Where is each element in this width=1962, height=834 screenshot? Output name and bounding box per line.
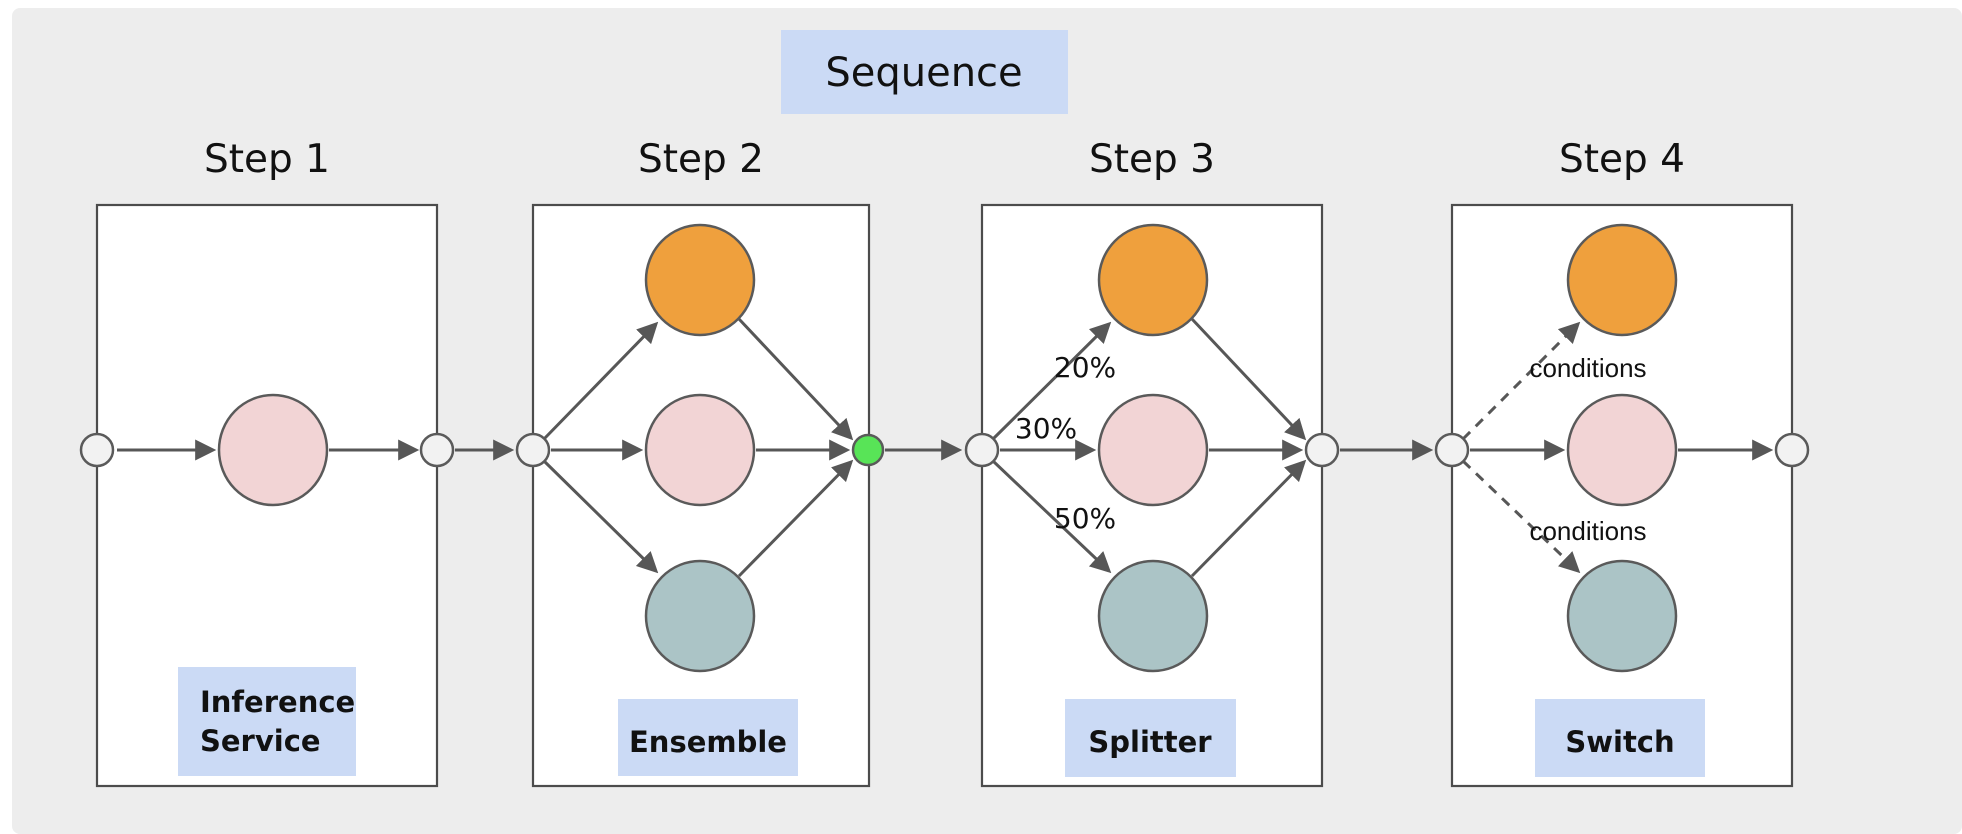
step2-model-node-teal xyxy=(644,559,756,673)
step3-branch-top-label: 20% xyxy=(1054,351,1116,384)
diagram-title-box xyxy=(781,30,1068,114)
edge-step3-to-teal xyxy=(991,459,1112,574)
step4-model-node-teal xyxy=(1566,559,1678,673)
step3-model-node-teal xyxy=(1097,559,1209,673)
step2-combiner-node xyxy=(851,433,885,467)
step4-label: Switch xyxy=(1565,725,1674,759)
step4-condition-bottom-label: conditions xyxy=(1529,516,1646,546)
step4-model-node-orange xyxy=(1566,223,1678,337)
step3-branch-bottom-label: 50% xyxy=(1054,502,1116,535)
step1-output-port xyxy=(419,432,455,468)
edge-step2-to-teal xyxy=(542,459,659,574)
edge-step2-teal-to-combiner xyxy=(737,459,854,578)
edge-step3-to-orange xyxy=(991,321,1112,441)
edge-step2-to-orange xyxy=(542,321,659,441)
step2-title: Step 2 xyxy=(638,137,764,182)
step2-model-node-pink xyxy=(644,393,756,507)
step3-model-node-pink xyxy=(1097,393,1209,507)
step4-title: Step 4 xyxy=(1559,137,1685,182)
step2-input-port xyxy=(515,432,551,468)
step1-title: Step 1 xyxy=(204,137,330,182)
step1-input-port xyxy=(79,432,115,468)
step4-label-box xyxy=(1535,699,1705,777)
edge-step3-orange-to-out xyxy=(1190,317,1307,441)
step2-label-box xyxy=(618,699,798,776)
step4-output-port xyxy=(1774,432,1810,468)
step3-branch-middle-label: 30% xyxy=(1015,412,1077,445)
step3-output-port xyxy=(1304,432,1340,468)
edge-step4-condition-to-teal xyxy=(1461,459,1581,574)
step3-label-box xyxy=(1065,699,1236,777)
diagram-title: Sequence xyxy=(825,50,1022,96)
step3-title: Step 3 xyxy=(1089,137,1215,182)
step4-condition-top-label: conditions xyxy=(1529,353,1646,383)
step4-model-node-pink xyxy=(1566,393,1678,507)
edge-step4-condition-to-orange xyxy=(1461,321,1581,441)
step2-label: Ensemble xyxy=(629,725,787,759)
step3-model-node-orange xyxy=(1097,223,1209,337)
edge-step2-orange-to-combiner xyxy=(737,317,854,441)
step1-label-box xyxy=(178,667,356,776)
step4-input-port xyxy=(1434,432,1470,468)
edge-step3-teal-to-out xyxy=(1190,459,1307,578)
step3-label: Splitter xyxy=(1088,725,1212,759)
step2-model-node-orange xyxy=(644,223,756,337)
step3-input-port xyxy=(964,432,1000,468)
step1-model-node xyxy=(217,393,329,507)
